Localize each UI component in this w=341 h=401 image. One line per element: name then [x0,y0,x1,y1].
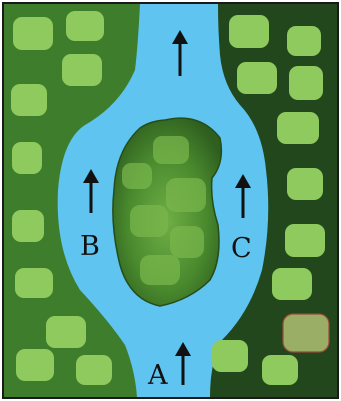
tree [229,15,269,48]
island-tree [153,136,189,164]
tree [12,142,42,174]
island-tree [166,178,206,212]
tree [289,66,323,100]
tree [12,210,44,242]
island-tree [170,226,204,258]
tree [11,84,47,116]
tree [15,268,53,298]
tree [62,54,102,86]
tree [285,224,325,257]
tree [13,17,53,50]
label-c: C [231,233,252,264]
tree-highlighted [283,314,329,352]
tree [272,268,312,300]
tree [46,316,86,348]
tree [277,112,319,144]
tree [76,355,112,385]
island-tree [130,205,168,237]
tree [16,349,54,381]
tree [287,168,323,200]
label-a: A [147,360,168,391]
island-tree [122,163,152,189]
tree [262,355,298,385]
island-tree [140,255,180,285]
tree [212,340,248,372]
tree [66,11,104,41]
tree [287,26,321,56]
tree [237,62,277,94]
label-b: B [80,231,100,262]
